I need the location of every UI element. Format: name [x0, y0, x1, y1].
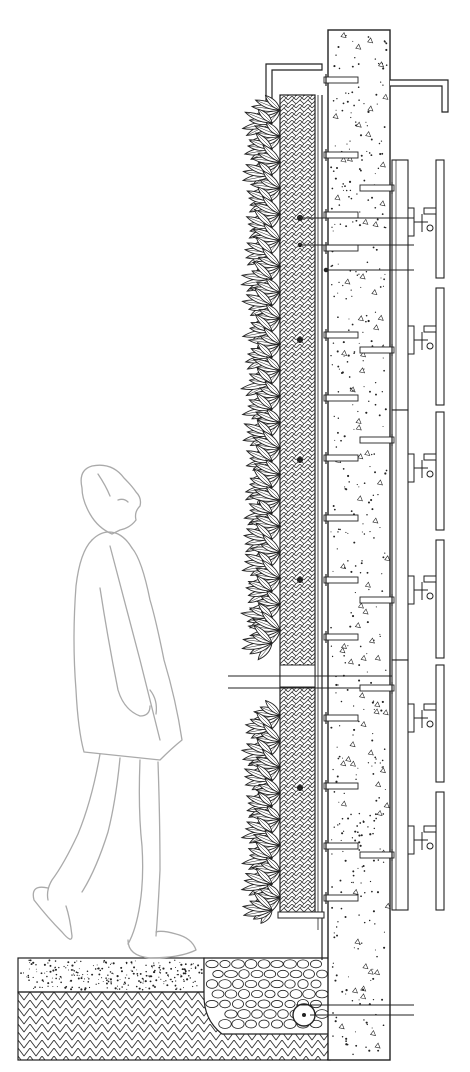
- anchor-bolt-icon: [323, 74, 359, 86]
- panel-bracket-icon: [407, 575, 437, 605]
- anchor-bolt-icon: [323, 780, 359, 792]
- plants: [240, 94, 282, 925]
- panel-bracket-icon: [407, 703, 437, 733]
- standing-person-icon: [32, 464, 197, 959]
- anchor-bolt-icon: [323, 892, 359, 904]
- panel-bracket-icon: [407, 325, 437, 355]
- leader-lines: [296, 215, 414, 1016]
- fern-leaf-icon: [248, 777, 282, 809]
- anchor-bolt-icon: [359, 182, 395, 194]
- anchor-bolt-icon: [323, 631, 359, 643]
- panel-bracket-icon: [407, 207, 437, 237]
- concrete-wall: [327, 29, 391, 1061]
- gravel-texture: [20, 959, 203, 991]
- anchor-bolt-icon: [359, 434, 395, 446]
- substrate-panel: [279, 94, 316, 916]
- top-flashing-right: [390, 79, 449, 113]
- anchor-bolt-icon: [323, 512, 359, 524]
- left-anchor-bolts: [297, 74, 359, 904]
- anchor-bolt-icon: [323, 149, 359, 161]
- anchor-bolt-icon: [323, 452, 359, 464]
- drain-pipe-center: [302, 1013, 306, 1017]
- drainage-stones: [205, 959, 329, 1029]
- fern-leaf-icon: [241, 624, 274, 661]
- anchor-bolt-icon: [323, 329, 359, 341]
- anchor-bolt-icon: [359, 849, 395, 861]
- base-plate: [277, 911, 325, 919]
- fern-leaf-icon: [241, 891, 274, 925]
- panel-bracket-icon: [407, 453, 437, 483]
- ground: [17, 957, 331, 1061]
- panel-bracket-icon: [407, 825, 437, 855]
- fern-leaf-icon: [248, 170, 282, 203]
- right-cladding: [359, 159, 445, 911]
- anchor-bolt-icon: [323, 392, 359, 404]
- gravel-bed: [17, 957, 205, 993]
- anchor-bolt-icon: [323, 840, 359, 852]
- anchor-bolt-icon: [323, 712, 359, 724]
- anchor-bolt-icon: [359, 594, 395, 606]
- anchor-bolt-icon: [359, 344, 395, 356]
- anchor-bolt-icon: [323, 574, 359, 586]
- anchor-bolt-icon: [359, 682, 395, 694]
